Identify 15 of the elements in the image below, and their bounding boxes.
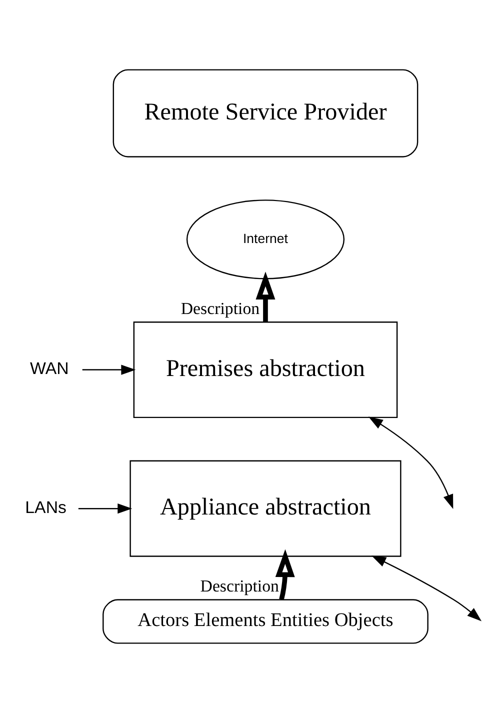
arrow <box>256 272 276 322</box>
node-box: Appliance abstraction <box>130 460 402 557</box>
edge-label: Description <box>180 299 260 318</box>
arrow <box>372 556 482 622</box>
node-box: Remote Service Provider <box>112 69 418 158</box>
node-box: Premises abstraction <box>133 322 398 418</box>
arrow <box>275 549 295 600</box>
node-text: LANs <box>25 498 66 518</box>
arrow <box>78 504 132 514</box>
arrow <box>82 364 136 375</box>
edge-label: Description <box>200 576 279 596</box>
arrow <box>368 416 454 510</box>
node-text: WAN <box>30 359 69 378</box>
node-ellipse: Internet <box>186 200 345 280</box>
node-box: Actors Elements Entities Objects <box>102 599 428 644</box>
